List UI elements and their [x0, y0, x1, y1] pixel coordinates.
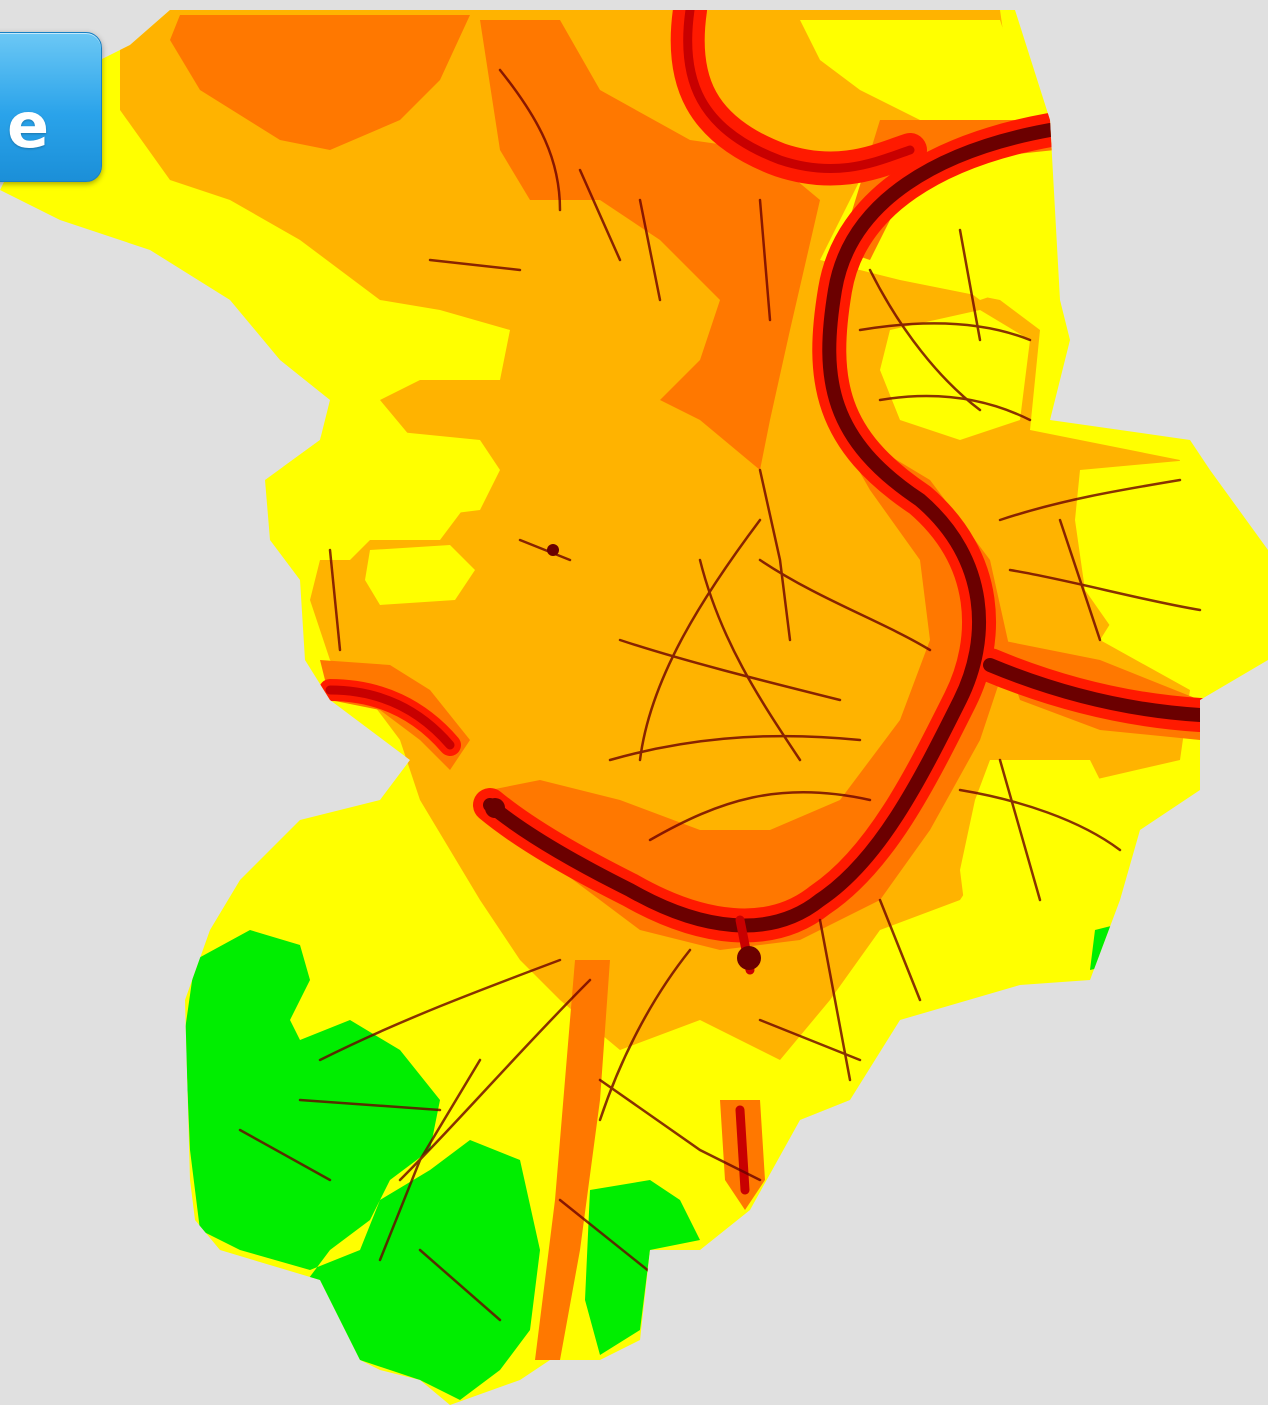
zone-level-2 — [925, 160, 1050, 300]
zone-level-4 — [480, 20, 820, 470]
road-core — [325, 685, 455, 750]
corner-button[interactable]: e — [0, 32, 102, 182]
road-core — [983, 658, 1207, 722]
hotspot — [547, 544, 559, 556]
zone-level-4 — [170, 15, 470, 150]
road-core — [735, 1105, 750, 1195]
zone-level-1 — [185, 930, 540, 1400]
street-network — [238, 68, 1202, 1322]
zone-level-2 — [1075, 460, 1215, 640]
road-core — [683, 10, 915, 174]
zone-level-2 — [280, 430, 500, 520]
hotspot — [737, 946, 761, 970]
hotspot — [485, 798, 505, 818]
corner-button-label: e — [6, 89, 49, 162]
zone-level-2 — [960, 760, 1120, 960]
zone-level-2 — [800, 20, 1030, 140]
zone-level-2 — [365, 545, 475, 605]
zone-level-4 — [535, 960, 610, 1360]
zone-level-2 — [880, 310, 1030, 440]
road-core — [483, 123, 1057, 933]
